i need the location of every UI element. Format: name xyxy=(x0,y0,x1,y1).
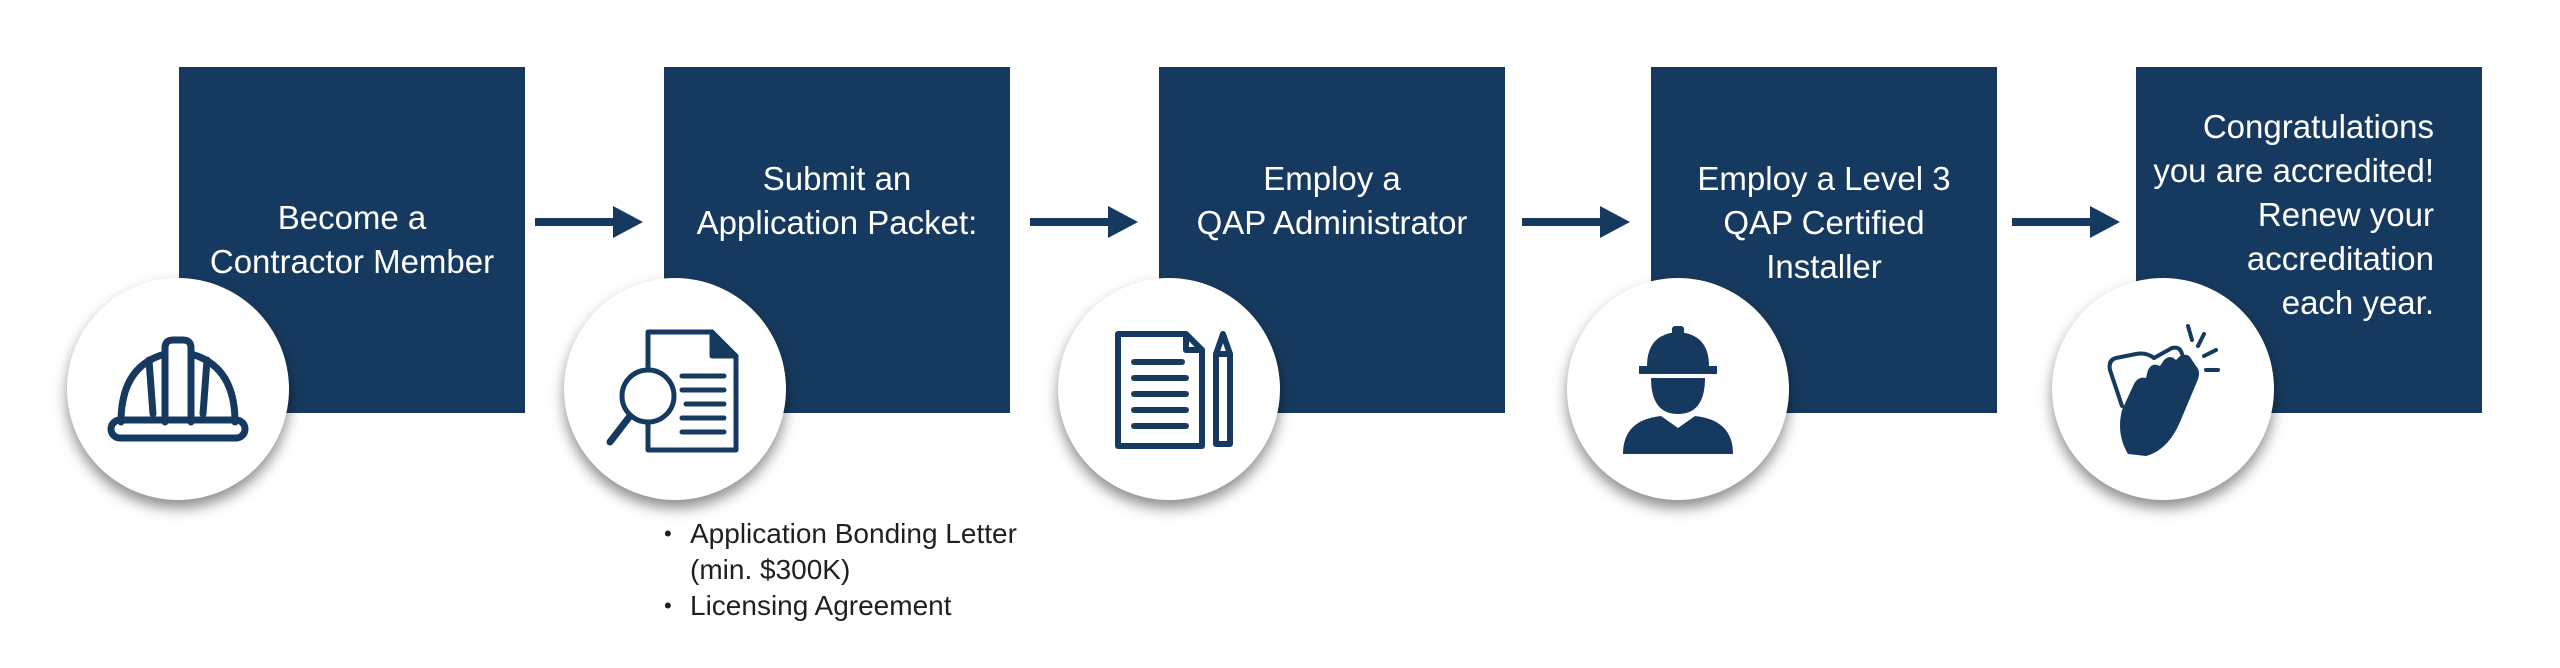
list-item: Application Bonding Letter (min. $300K) xyxy=(660,516,1017,588)
step-5-line-3: Renew your xyxy=(2257,196,2434,233)
step-4-line-2: QAP Certified Installer xyxy=(1723,204,1925,285)
hard-hat-icon xyxy=(107,336,249,442)
step-2-box: Submit an Application Packet: xyxy=(664,67,1010,413)
step-4-line-1: Employ a Level 3 xyxy=(1697,160,1951,197)
step-1-line-2: Contractor Member xyxy=(209,243,495,280)
step-4-icon-circle xyxy=(1567,278,1789,500)
step-3-icon-circle xyxy=(1058,278,1280,500)
step-3-text: Employ a QAP Administrator xyxy=(1159,67,1505,413)
arrow-2-3 xyxy=(1030,206,1138,238)
step-2-line-2: Application Packet: xyxy=(696,204,978,241)
bullet-2-line-1: Licensing Agreement xyxy=(690,590,952,621)
step-1-icon-circle xyxy=(67,278,289,500)
step-5-line-5: each year. xyxy=(2281,284,2434,321)
clapping-hands-icon xyxy=(2107,324,2220,456)
bullet-1-line-1: Application Bonding Letter xyxy=(690,518,1017,549)
step-4-box: Employ a Level 3 QAP Certified Installer xyxy=(1651,67,1997,413)
bullet-1-line-2: (min. $300K) xyxy=(690,554,851,585)
arrow-4-5 xyxy=(2012,206,2120,238)
step-2-icon-circle xyxy=(564,278,786,500)
step-5-icon-circle xyxy=(2052,278,2274,500)
installer-worker-icon xyxy=(1623,326,1733,454)
step-1-line-1: Become a xyxy=(277,199,427,236)
notepad-pencil-icon xyxy=(1115,331,1233,449)
step-3-line-2: QAP Administrator xyxy=(1196,204,1468,241)
step-5-line-1: Congratulations xyxy=(2202,108,2434,145)
step-4-text: Employ a Level 3 QAP Certified Installer xyxy=(1651,67,1997,413)
step-5-line-4: accreditation xyxy=(2246,240,2434,277)
application-packet-list: Application Bonding Letter (min. $300K) … xyxy=(660,516,1017,624)
step-5-line-2: you are accredited! xyxy=(2153,152,2434,189)
arrow-1-2 xyxy=(535,206,643,238)
step-1-text: Become a Contractor Member xyxy=(179,67,525,413)
list-item: Licensing Agreement xyxy=(660,588,1017,624)
arrow-3-4 xyxy=(1522,206,1630,238)
step-2-line-1: Submit an xyxy=(762,160,912,197)
step-2-text: Submit an Application Packet: xyxy=(664,67,1010,413)
document-magnifier-icon xyxy=(606,329,739,453)
step-3-line-1: Employ a xyxy=(1263,160,1401,197)
step-5-text: Congratulations you are accredited! Rene… xyxy=(2136,67,2482,413)
